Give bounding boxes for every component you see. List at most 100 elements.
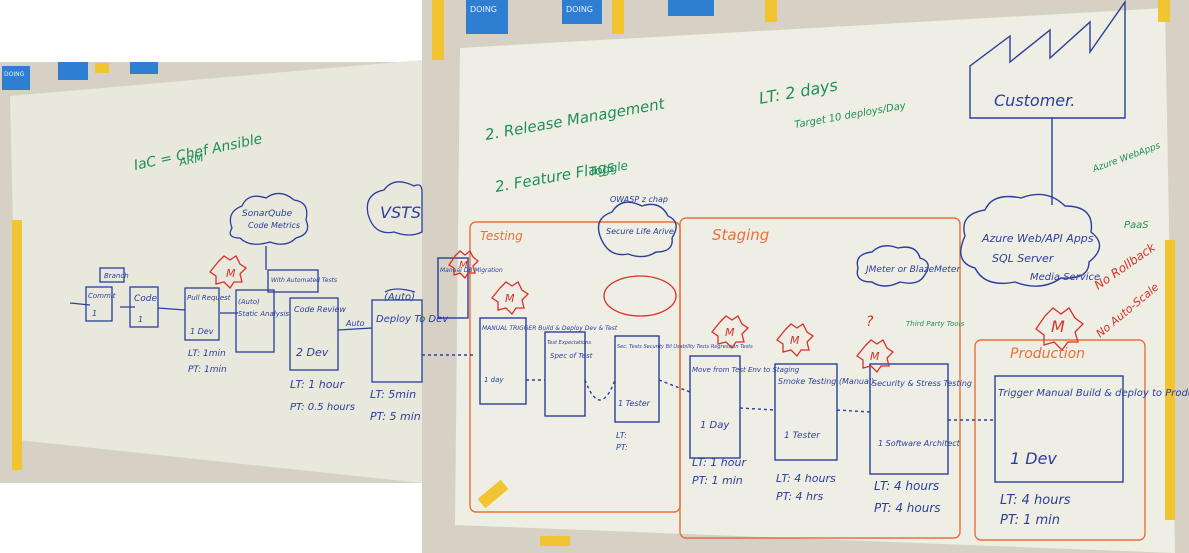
paas-note: PaaS: [1124, 220, 1149, 231]
pull-request-box: [184, 287, 220, 341]
static-auto: (Auto): [238, 298, 260, 306]
merge-conflict-badges: [209, 255, 248, 290]
static-analysis-box: [235, 289, 275, 353]
move-staging-label: Move from Test Env to Staging: [692, 366, 800, 374]
code-review-label: Code Review: [294, 305, 346, 314]
tape-strip: [95, 63, 109, 73]
sticky-note: [130, 62, 158, 74]
code-box: [129, 286, 159, 328]
m-badge-large: [1035, 307, 1084, 351]
m-badge-letter: M: [226, 267, 236, 280]
pr-count: 1 Dev: [190, 327, 214, 336]
manual-trigger-box: [479, 317, 527, 405]
m-badge-letter: M: [505, 292, 515, 305]
cr-lt: LT: 1 hour: [290, 378, 345, 391]
smoke-count: 1 Tester: [784, 431, 821, 441]
tape-strip: [432, 0, 444, 60]
secure-label: Secure Life Arive: [606, 227, 674, 236]
sticky-note: [466, 0, 508, 34]
empty-corner: [0, 0, 422, 62]
branch-box: [99, 267, 125, 283]
code-metrics-label: Code Metrics: [248, 221, 300, 230]
m-badge-letter: M: [790, 334, 800, 347]
m-badge: [491, 281, 530, 316]
security-test-lt: LT:: [616, 431, 627, 440]
branch-label: Branch: [104, 272, 129, 280]
right-board-drawing: [422, 0, 1146, 541]
dev-pt: PT: 5 min: [370, 410, 421, 423]
tape-strip: [12, 220, 22, 470]
pr-pt: PT: 1min: [188, 365, 227, 375]
manual-db-label: Manual DB Migration: [440, 267, 503, 274]
commit-count: 1: [92, 309, 97, 318]
sticky-note: [58, 62, 88, 80]
sticky-note: [2, 66, 30, 90]
security-stress-box: [869, 363, 949, 475]
tape-strip: [1165, 240, 1175, 520]
commit-box: [85, 286, 113, 322]
media-service-label: Media Service: [1030, 272, 1100, 283]
m-badge: [776, 323, 815, 358]
sticky-notes: DOING DOING DOING: [2, 0, 714, 90]
automated-tests-label: With Automated Tests: [271, 277, 337, 284]
spec-test-label: Spec of Test: [550, 352, 593, 360]
vsts-cloud: [366, 181, 423, 236]
m-badge-letter: M: [870, 350, 880, 363]
production-box: [994, 375, 1124, 483]
flow-arrow: [69, 302, 238, 314]
left-whiteboard: [10, 60, 422, 483]
tape-strip: [540, 536, 570, 546]
security-test-box: [614, 335, 660, 423]
sonarqube-cloud: [229, 192, 309, 245]
testing-label: Testing: [480, 229, 523, 243]
azure-cloud: [960, 193, 1101, 287]
ss-lt: LT: 4 hours: [874, 479, 939, 493]
sticky-note: [562, 0, 602, 24]
m-badge-letter: M: [1051, 317, 1065, 336]
m-badge: [448, 249, 479, 280]
toggle-note: Toggle: [588, 158, 629, 179]
factory-icon: [969, 0, 1126, 119]
spec-test-box: [544, 331, 586, 417]
sticky-note-label: DOING: [566, 5, 593, 14]
third-party-label: Third Party Tools: [906, 320, 965, 328]
staging-region: [679, 217, 961, 539]
production-pt: PT: 1 min: [1000, 513, 1060, 528]
sticky-note: [668, 0, 714, 16]
code-label: Code: [134, 294, 158, 304]
code-review-box: [289, 297, 339, 371]
production-box-label: Trigger Manual Build & deploy to Product…: [998, 388, 1189, 399]
dev-lt: LT: 5min: [370, 388, 416, 401]
tape-group: [12, 0, 1175, 546]
customer-label: Customer.: [994, 91, 1075, 110]
security-stress-count: 1 Software Architect: [878, 439, 961, 448]
jmeter-cloud: [856, 245, 929, 287]
manual-trigger-label: MANUAL TRIGGER Build & Deploy Dev & Test: [482, 325, 618, 332]
cr-pt: PT: 0.5 hours: [290, 402, 355, 413]
question-mark: ?: [866, 314, 874, 330]
auto-arc: [384, 288, 416, 293]
smoke-lt: LT: 4 hours: [776, 472, 836, 485]
security-test-label: Sec. Tests Security Bil Usability Tests …: [617, 344, 753, 350]
owasp-label: OWASP z chap: [610, 195, 668, 204]
deploy-dev-box: [371, 299, 423, 383]
red-cloud: [603, 275, 677, 317]
sticky-note-label: DOING: [4, 71, 25, 78]
production-count: 1 Dev: [1010, 449, 1057, 468]
ss-pt: PT: 4 hours: [874, 501, 941, 515]
move-staging-count: 1 Day: [700, 420, 730, 431]
code-review-count: 2 Dev: [296, 346, 329, 359]
sonarqube-label: SonarQube: [242, 209, 293, 219]
deploy-auto: (Auto): [384, 292, 415, 303]
pr-label: Pull Request: [187, 294, 231, 302]
pr-lt: LT: 1min: [188, 349, 226, 359]
automated-tests-box: [267, 269, 319, 293]
spec-test-top: Test Expectations: [547, 340, 591, 346]
empty-corner-bottom: [0, 483, 422, 553]
arm-note: ARM: [177, 151, 205, 169]
smoke-box: [774, 363, 838, 461]
manual-trigger-count: 1 day: [484, 376, 504, 384]
tape-strip: [765, 0, 777, 22]
